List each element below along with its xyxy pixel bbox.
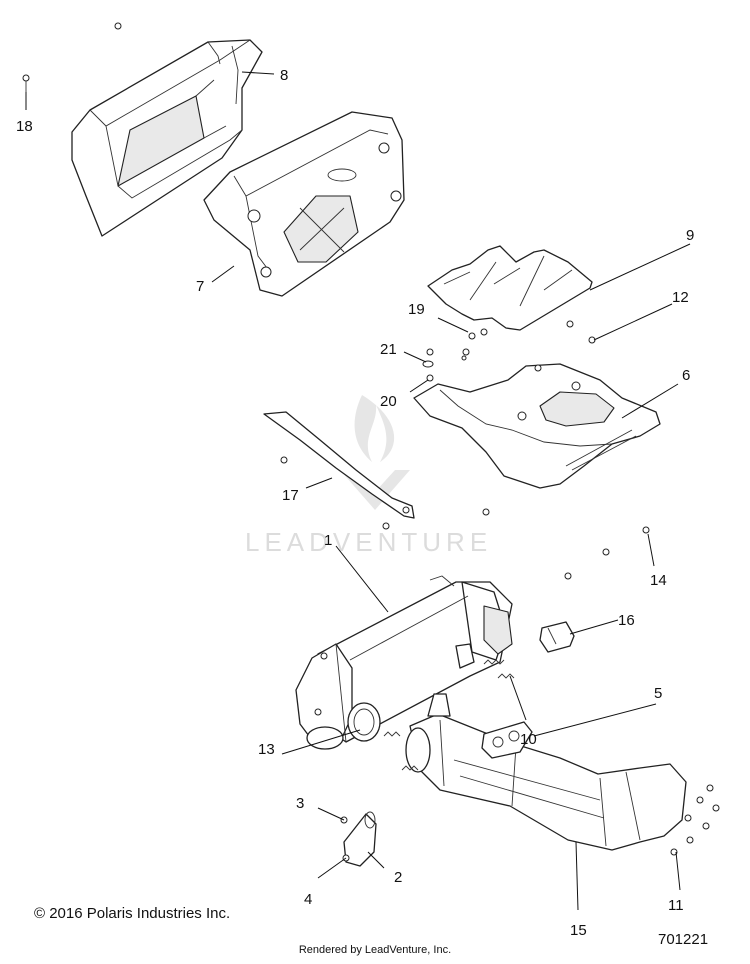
part-13-clamp-ring: [347, 702, 381, 742]
part-5-gasket: [481, 721, 533, 759]
callout-2: 2: [394, 869, 402, 886]
part-6-lower-heat-shield: [413, 363, 661, 489]
part-16-rubber-mount: [539, 621, 575, 653]
callout-8: 8: [280, 67, 288, 84]
callout-21: 21: [380, 341, 397, 358]
callout-6: 6: [682, 367, 690, 384]
part-7-manifold-heat-shield: [203, 111, 405, 297]
callout-14: 14: [650, 572, 667, 589]
callout-3: 3: [296, 795, 304, 812]
callout-1: 1: [324, 532, 332, 549]
copyright-notice: © 2016 Polaris Industries Inc.: [34, 905, 231, 922]
callout-20: 20: [380, 393, 397, 410]
watermark-text: LEADVENTURE: [245, 527, 492, 557]
callout-16: 16: [618, 612, 635, 629]
callout-18: 18: [16, 118, 33, 135]
callout-4: 4: [304, 891, 312, 908]
rendered-by-credit: Rendered by LeadVenture, Inc.: [298, 944, 452, 956]
callout-10: 10: [520, 731, 537, 748]
callout-7: 7: [196, 278, 204, 295]
part-15-head-pipe: [405, 713, 687, 851]
part-9-corrugated-shield: [427, 245, 593, 331]
part-2-tailpipe-cap: [343, 811, 377, 867]
callout-15: 15: [570, 922, 587, 939]
callout-11: 11: [668, 897, 684, 914]
callout-9: 9: [686, 227, 694, 244]
callout-12: 12: [672, 289, 689, 306]
part-17-bracket-strip: [263, 411, 415, 519]
callout-5: 5: [654, 685, 662, 702]
drawing-number: 701221: [658, 931, 709, 948]
callout-17: 17: [282, 487, 299, 504]
callout-13: 13: [258, 741, 275, 758]
callout-19: 19: [408, 301, 425, 318]
leader-lines: [25, 71, 691, 911]
part-8-upper-heat-shield: [71, 39, 263, 237]
part-1-muffler: [295, 575, 513, 750]
rubber-mount: [427, 693, 451, 717]
callout-labels: 1 2 3 4 5 6 7 8 9 10 11 12 13 14 15 16 1…: [16, 67, 694, 939]
part-10-springs: [383, 659, 515, 771]
hardware-fasteners: [22, 22, 720, 862]
